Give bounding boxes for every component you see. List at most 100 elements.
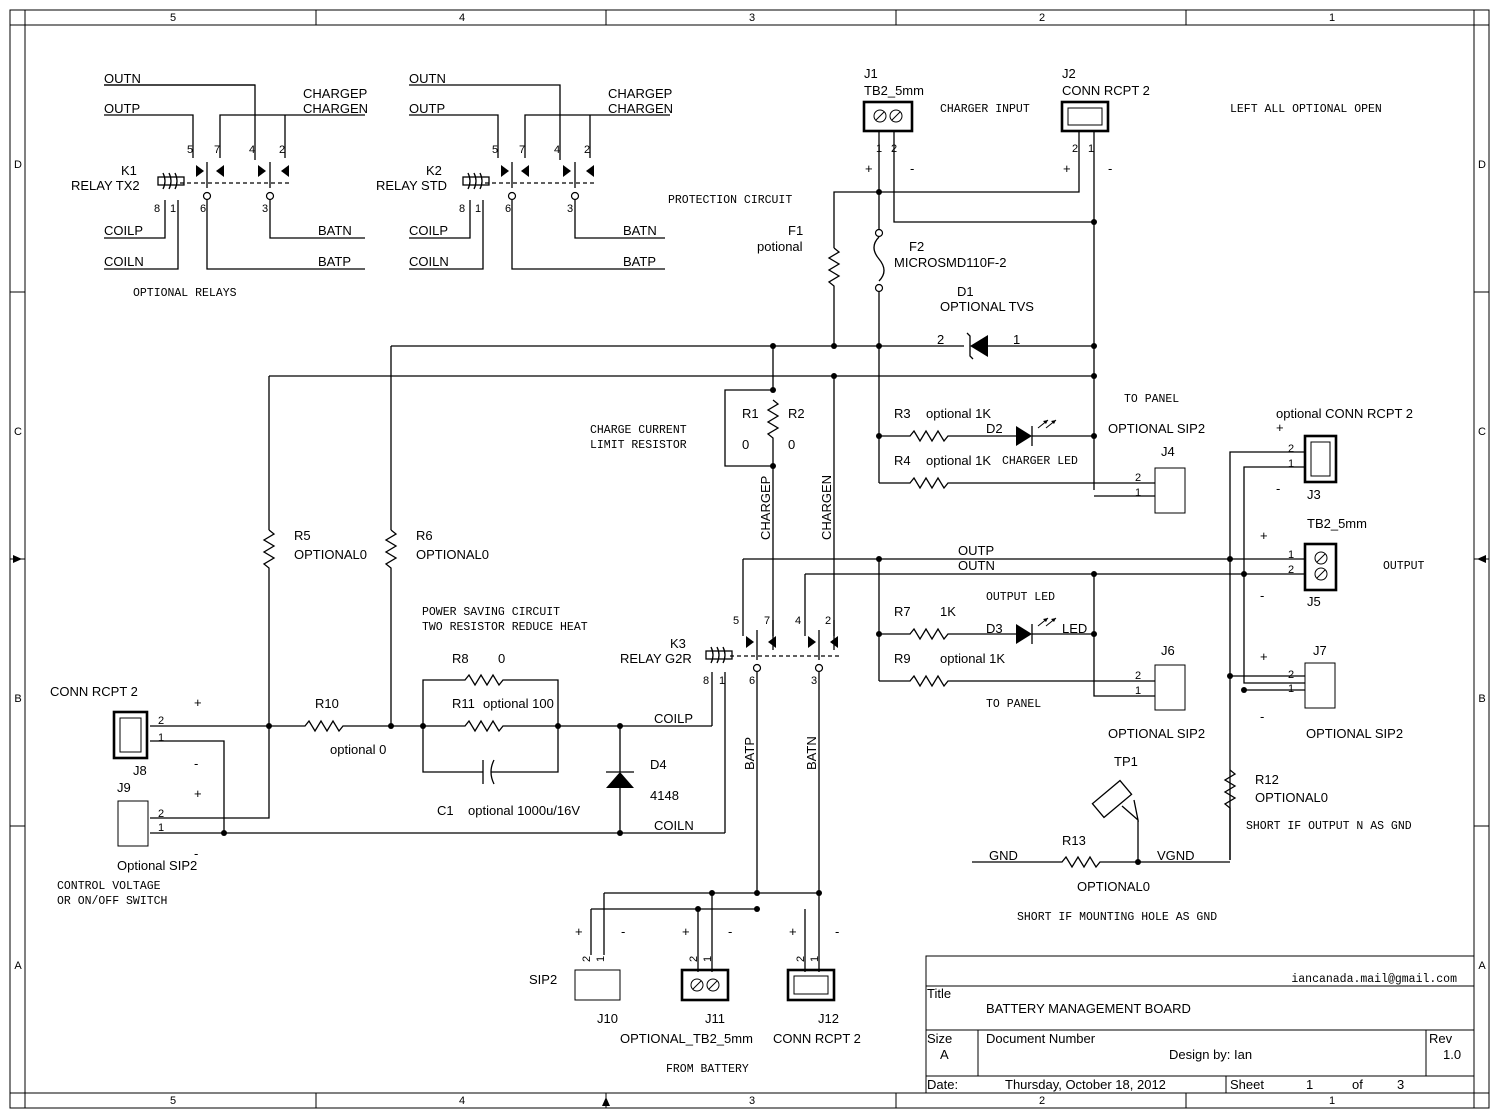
col-label: 4 (459, 1095, 465, 1107)
component-value: 0 (498, 651, 505, 666)
component-value: TB2_5mm (864, 83, 924, 98)
note: SHORT IF MOUNTING HOLE AS GND (1017, 911, 1217, 924)
component-value: 0 (788, 437, 795, 452)
connector-j12: J12 CONN RCPT 2 2 1 + - (773, 924, 861, 1046)
component-value: SIP2 (529, 972, 557, 987)
border-row-labels: D C B A D C B A (14, 159, 1486, 972)
pin-number: 1 (1135, 487, 1141, 499)
pin-number: 2 (279, 144, 285, 156)
net-label: COILP (409, 223, 448, 238)
rev-label: Rev (1429, 1031, 1453, 1046)
ref-designator: R4 (894, 453, 911, 468)
sheet-number: 1 (1306, 1077, 1313, 1092)
connector-j2: J2 CONN RCPT 2 2 1 + - (1060, 66, 1150, 176)
col-label: 1 (1329, 1095, 1335, 1107)
polarity-mark: - (194, 846, 198, 861)
relay-k1: OUTN OUTP CHARGEP CHARGEN COILP COILN BA… (71, 71, 368, 270)
pin-number: 6 (749, 675, 755, 687)
pin-number: 5 (187, 144, 193, 156)
pin-number: 2 (1288, 564, 1294, 576)
component-value: Optional SIP2 (117, 858, 197, 873)
ref-designator: J3 (1307, 487, 1321, 502)
net-label: CHARGEP (303, 86, 367, 101)
ref-designator: R13 (1062, 833, 1086, 848)
pin-number: 2 (584, 144, 590, 156)
fuse-f2: F2 MICROSMD110F-2 (873, 228, 1006, 483)
designer: Design by: Ian (1169, 1047, 1252, 1062)
component-value: CONN RCPT 2 (773, 1031, 861, 1046)
net-label: OUTN (409, 71, 446, 86)
net-label: CHARGEP (758, 476, 773, 540)
pin-number: 2 (795, 956, 807, 962)
component-value: OPTIONAL SIP2 (1108, 421, 1205, 436)
polarity-mark: + (1260, 649, 1268, 664)
resistor-r2: R2 0 (766, 399, 805, 466)
net-label: OUTP (409, 101, 445, 116)
note: CONTROL VOLTAGE (57, 880, 161, 893)
pin-number: 2 (1288, 443, 1294, 455)
polarity-mark: + (1063, 161, 1071, 176)
net-label: OUTN (104, 71, 141, 86)
pin-number: 3 (811, 675, 817, 687)
ref-designator: R7 (894, 604, 911, 619)
pin-number: 3 (567, 203, 573, 215)
pin-number: 2 (825, 615, 831, 627)
row-label: C (1478, 426, 1486, 438)
ref-designator: D2 (986, 421, 1003, 436)
note: CHARGER LED (1002, 455, 1078, 468)
polarity-mark: + (194, 695, 202, 710)
net-label: CHARGEP (608, 86, 672, 101)
pin-number: 1 (1288, 458, 1294, 470)
pin-number: 1 (595, 956, 607, 962)
connector-j5: TB2_5mm J5 1 2 + - (1260, 516, 1367, 609)
component-value: OPTIONAL0 (1255, 790, 1328, 805)
component-value: OPTIONAL0 (416, 547, 489, 562)
connector-j4: OPTIONAL SIP2 J4 2 1 (1108, 421, 1205, 514)
connector-j6: J6 OPTIONAL SIP2 2 1 (1108, 643, 1205, 741)
pin-number: 6 (200, 203, 206, 215)
connector-j11: J11 OPTIONAL_TB2_5mm 2 1 + - (620, 924, 753, 1046)
resistor-r5: R5 OPTIONAL0 (150, 528, 367, 819)
ref-designator: J4 (1161, 444, 1175, 459)
component-value: OPTIONAL0 (294, 547, 367, 562)
pin-number: 5 (492, 144, 498, 156)
note: LIMIT RESISTOR (590, 439, 687, 452)
component-value: optional 1000u/16V (468, 803, 580, 818)
component-value: optional 1K (940, 651, 1005, 666)
col-label: 5 (170, 12, 176, 24)
component-value: optional 1K (926, 406, 991, 421)
resistor-r13: R13 OPTIONAL0 (972, 833, 1230, 894)
polarity-mark: + (682, 924, 690, 939)
component-value: OPTIONAL SIP2 (1108, 726, 1205, 741)
polarity-mark: - (1108, 161, 1112, 176)
pin-number: 7 (214, 144, 220, 156)
polarity-mark: + (575, 924, 583, 939)
ref-designator: J2 (1062, 66, 1076, 81)
polarity-mark: - (728, 924, 732, 939)
note: OPTIONAL RELAYS (133, 287, 237, 300)
pin-number: 2 (688, 956, 700, 962)
date-label: Date: (927, 1077, 958, 1092)
pin-number: 1 (702, 956, 714, 962)
ref-designator: F1 (788, 223, 803, 238)
power-saving-circuit: R8 0 R11 optional 100 C1 optional 1000u/… (150, 651, 712, 818)
note: TWO RESISTOR REDUCE HEAT (422, 621, 588, 634)
row-label: D (1478, 159, 1486, 171)
pin-number: 1 (158, 732, 164, 744)
ref-designator: K1 (121, 163, 137, 178)
pin-number: 7 (519, 144, 525, 156)
net-label: BATN (318, 223, 352, 238)
component-value: OPTIONAL TVS (940, 299, 1034, 314)
resistor-r6: R6 OPTIONAL0 (384, 528, 489, 726)
ref-designator: R1 (742, 406, 759, 421)
row-label: A (1478, 960, 1486, 972)
ref-designator: D3 (986, 621, 1003, 636)
pin-number: 1 (158, 822, 164, 834)
ref-designator: K3 (670, 636, 686, 651)
polarity-mark: + (865, 161, 873, 176)
size-label: Size (927, 1031, 952, 1046)
document-number-label: Document Number (986, 1031, 1096, 1046)
row-label: D (14, 159, 22, 171)
polarity-mark: - (1260, 588, 1264, 603)
